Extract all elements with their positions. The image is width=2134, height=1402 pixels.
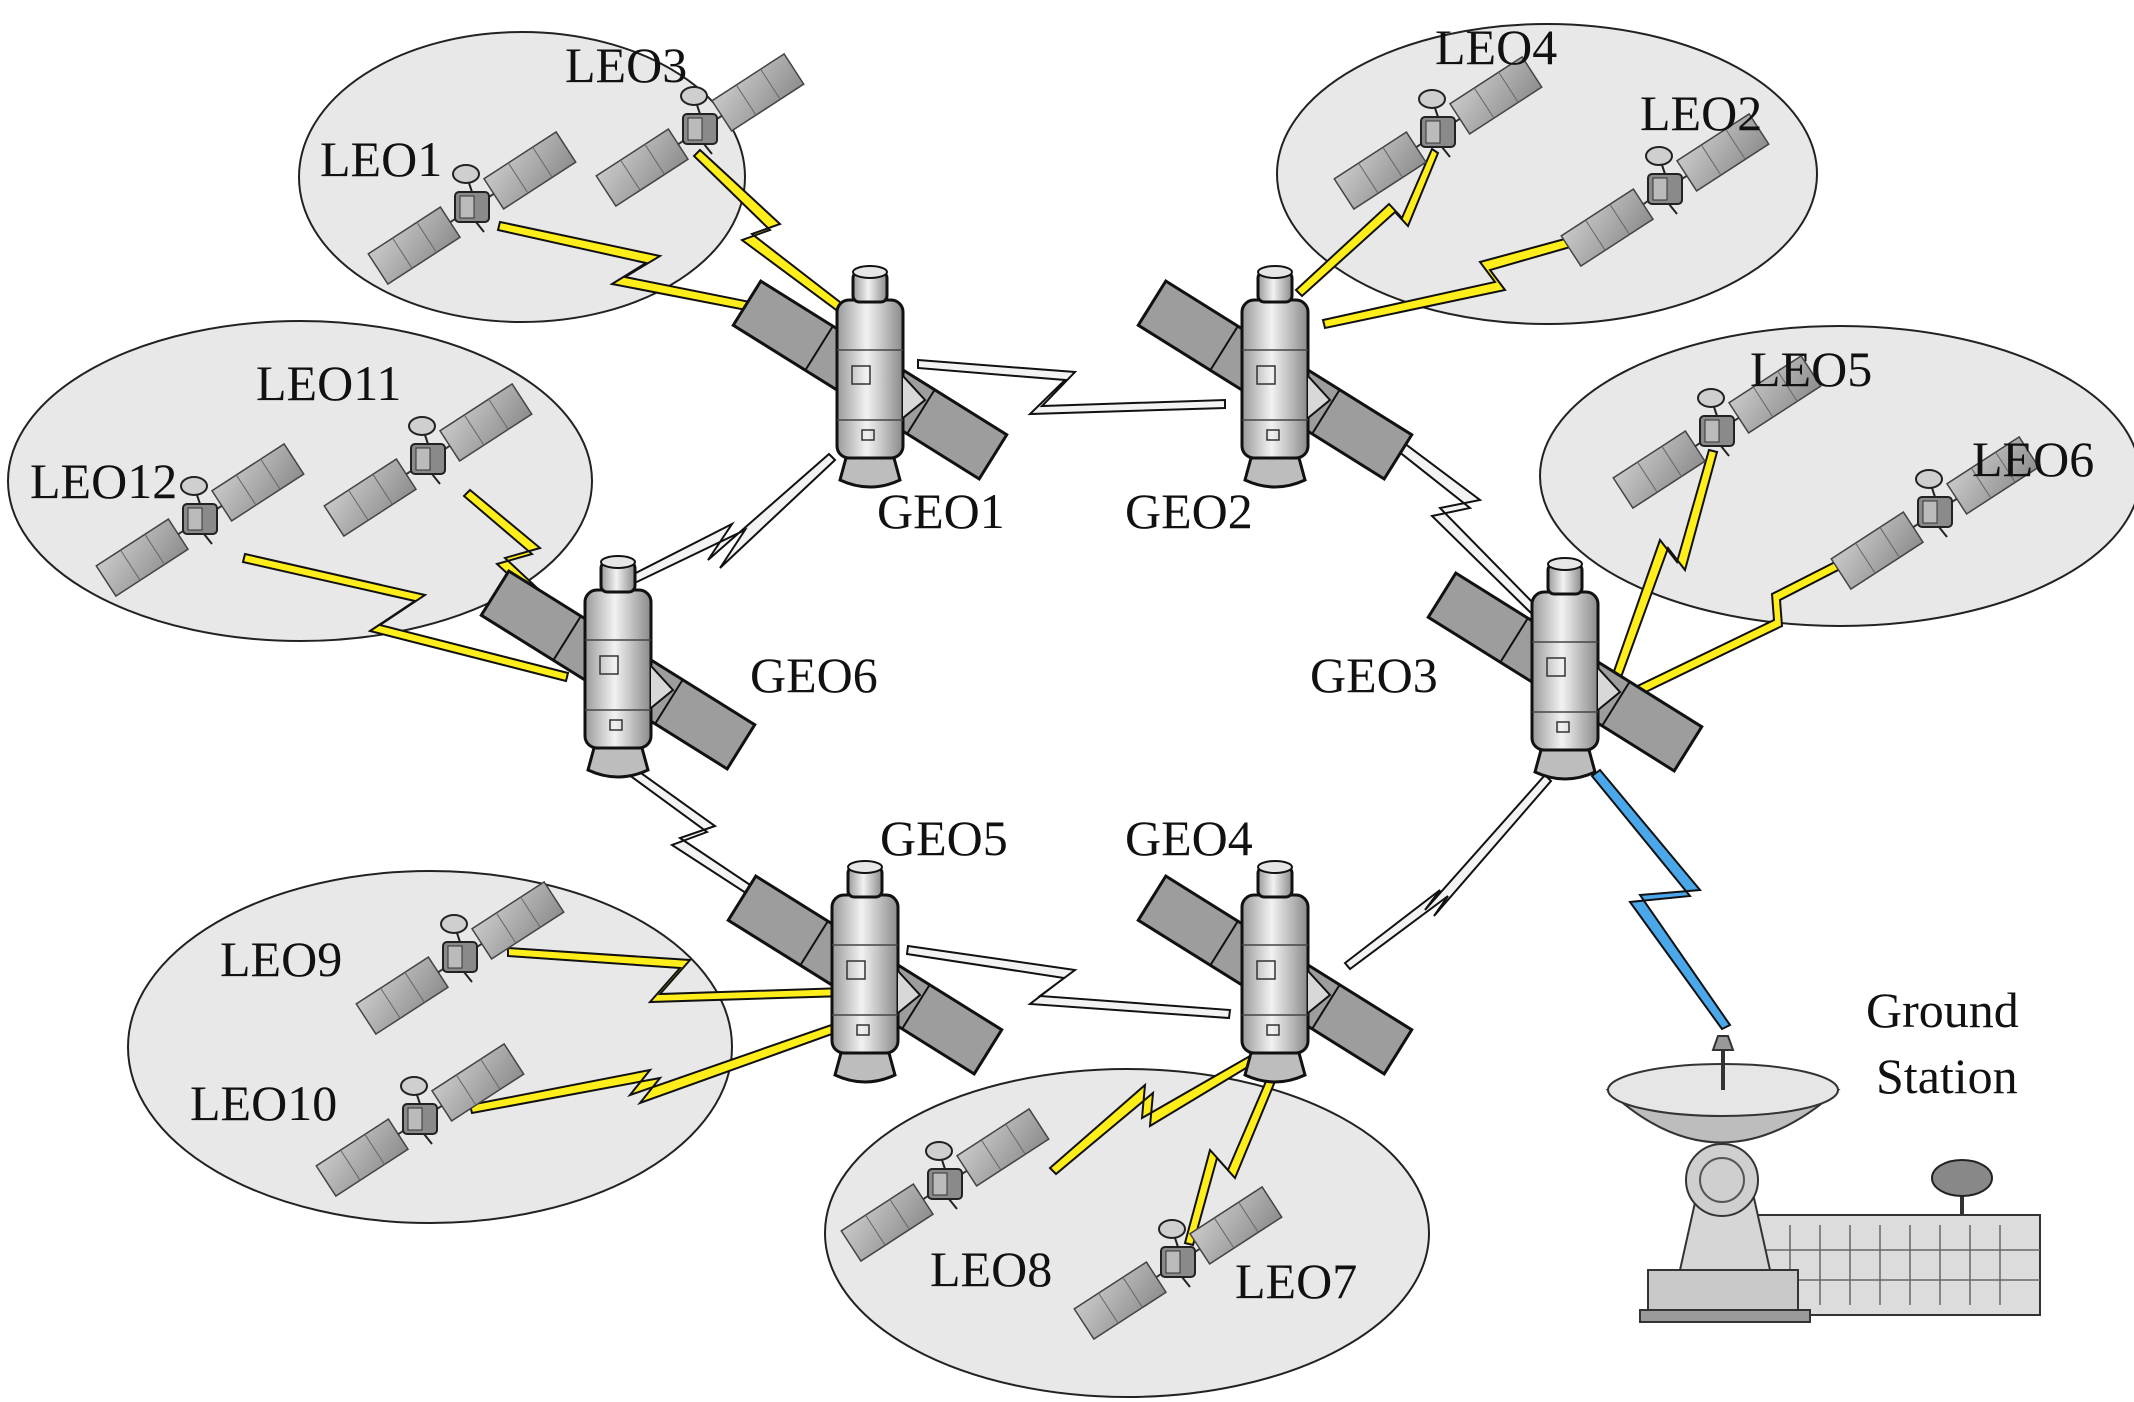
label-leo6: LEO6	[1972, 431, 2094, 487]
cluster-leo9-leo10	[127, 870, 733, 1224]
label-leo2: LEO2	[1640, 85, 1762, 141]
label-leo8: LEO8	[930, 1241, 1052, 1297]
label-leo7: LEO7	[1235, 1253, 1357, 1309]
label-leo12: LEO12	[30, 453, 177, 509]
label-geo6: GEO6	[750, 647, 878, 703]
ground-station-label-line2: Station	[1876, 1048, 2018, 1104]
label-geo2: GEO2	[1125, 483, 1253, 539]
geo-labels: GEO1 GEO2 GEO6 GEO3 GEO5 GEO4	[750, 483, 1438, 866]
link-geo4-geo3	[1343, 773, 1553, 971]
geostationary-satellite-icon	[1136, 264, 1414, 489]
label-leo10: LEO10	[190, 1075, 337, 1131]
label-geo4: GEO4	[1125, 810, 1253, 866]
label-leo3: LEO3	[565, 37, 687, 93]
ground-station-label: Ground Station	[1866, 982, 2019, 1104]
link-geo5-geo4	[905, 944, 1232, 1020]
ground-station-label-line1: Ground	[1866, 982, 2019, 1038]
geostationary-satellite-icon	[731, 264, 1009, 489]
label-geo1: GEO1	[877, 483, 1005, 539]
link-leo12-geo6	[241, 552, 570, 683]
cluster-leo8-leo7	[824, 1068, 1430, 1398]
label-leo1: LEO1	[320, 131, 442, 187]
link-geo1-geo6	[612, 452, 837, 592]
label-geo5: GEO5	[880, 810, 1008, 866]
link-geo1-geo2	[917, 358, 1226, 416]
label-geo3: GEO3	[1310, 647, 1438, 703]
cluster-leo4-leo2	[1276, 23, 1818, 325]
label-leo5: LEO5	[1750, 341, 1872, 397]
geostationary-satellite-icon	[1136, 859, 1414, 1084]
ground-station-antenna-icon	[1605, 1035, 2041, 1323]
leo-labels: LEO3 LEO1 LEO4 LEO2 LEO5 LEO6 LEO11 LEO1…	[30, 19, 2094, 1309]
ground-link	[1590, 768, 1732, 1031]
label-leo4: LEO4	[1435, 19, 1557, 75]
label-leo11: LEO11	[256, 355, 401, 411]
link-leo4-geo2	[1294, 147, 1440, 298]
label-leo9: LEO9	[220, 931, 342, 987]
